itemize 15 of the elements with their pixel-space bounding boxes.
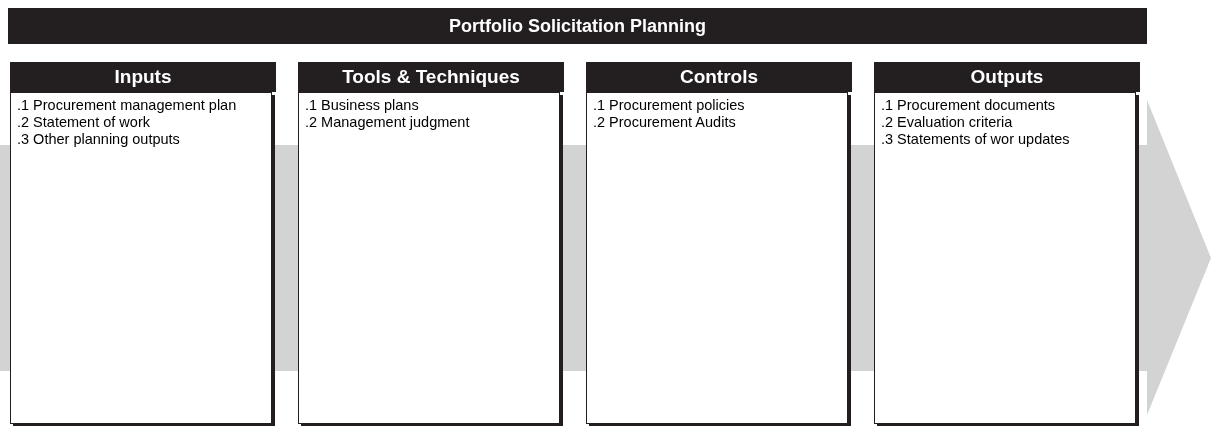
column-header: Outputs <box>874 62 1140 92</box>
list-item: .2 Statement of work <box>17 114 151 131</box>
list-item: .1 Procurement policies <box>593 97 746 114</box>
title-banner: Portfolio Solicitation Planning <box>8 8 1147 44</box>
list-item: .3 Other planning outputs <box>17 131 181 148</box>
list-item: .1 Procurement documents <box>881 97 1057 114</box>
list-item: .2 Evaluation criteria <box>881 114 1014 131</box>
column-header: Inputs <box>10 62 276 92</box>
list-item: .2 Management judgment <box>305 114 471 131</box>
list-item: .3 Statements of wor updates <box>881 131 1071 148</box>
column-header: Controls <box>586 62 852 92</box>
list-item: .1 Business plans <box>305 97 420 114</box>
list-item: .2 Procurement Audits <box>593 114 737 131</box>
column-header: Tools & Techniques <box>298 62 564 92</box>
list-item: .1 Procurement management plan <box>17 97 238 114</box>
